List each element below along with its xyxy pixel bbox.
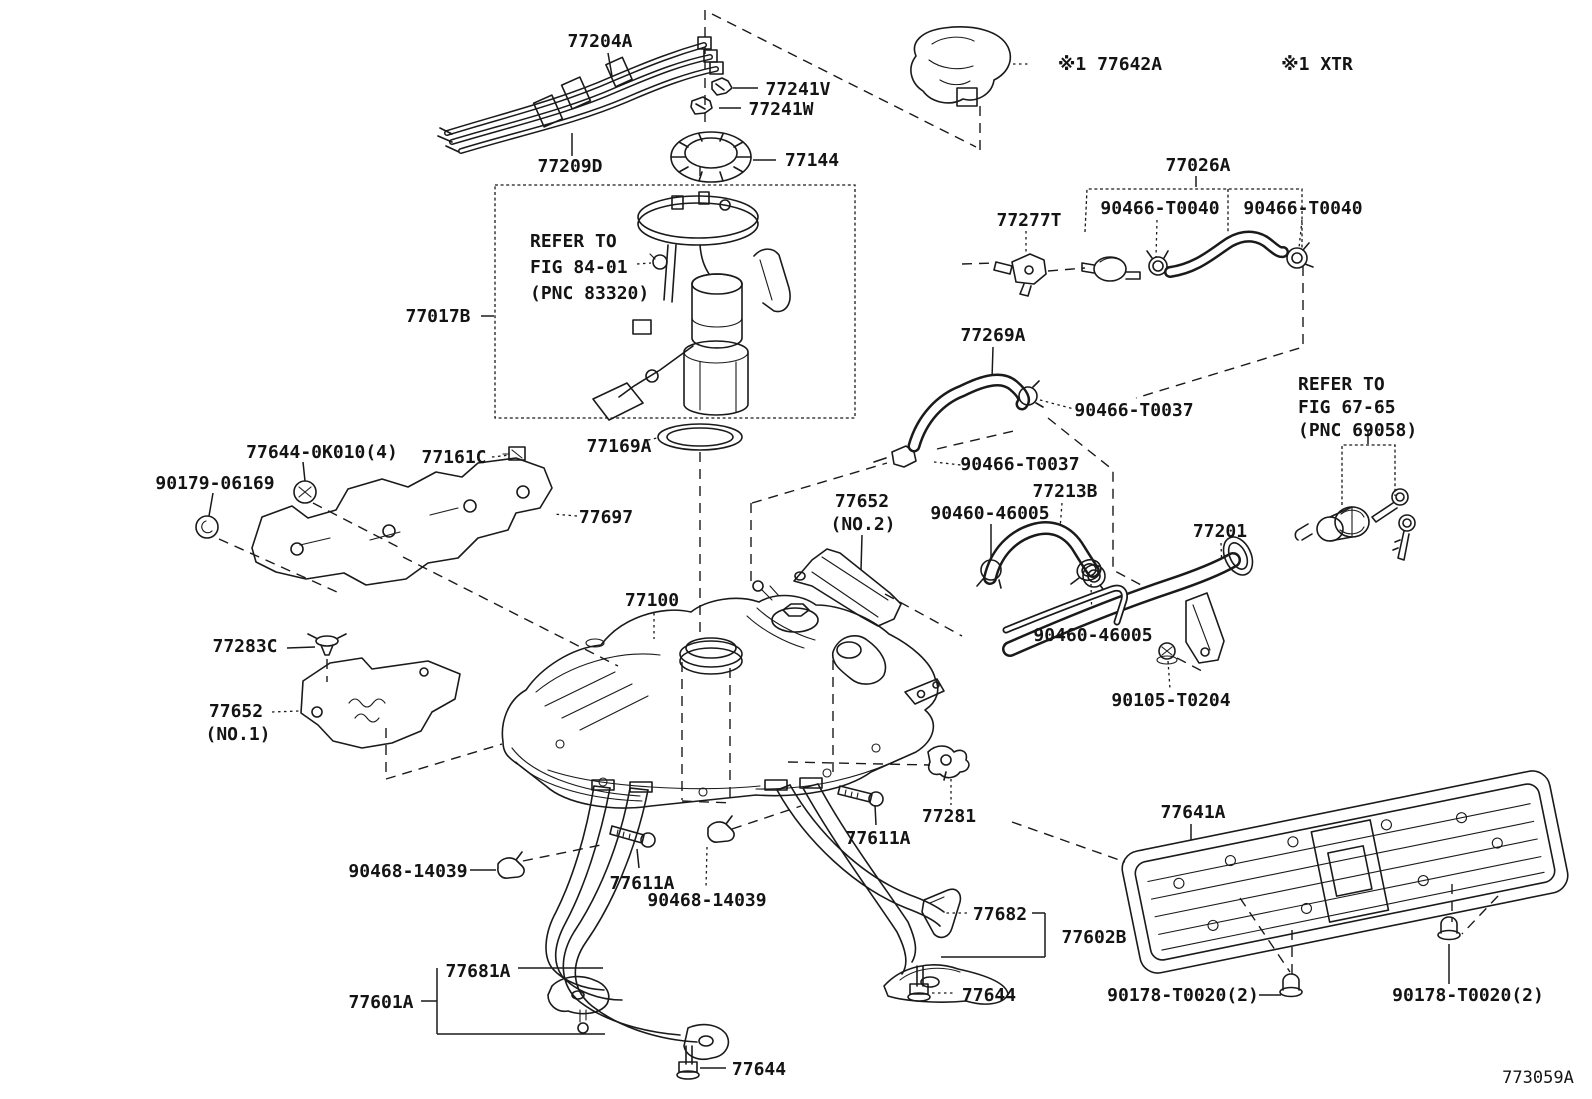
leader-lines-solid xyxy=(208,52,1450,1069)
part-number-label: 77204A xyxy=(567,31,632,52)
part-number-label: 77026A xyxy=(1165,155,1230,176)
part-number-label: 77169A xyxy=(586,436,651,457)
reference-note-label: REFER TO xyxy=(1298,374,1385,395)
part-number-label: 77241V xyxy=(765,79,830,100)
part-number-label: 90466-T0037 xyxy=(1074,400,1193,421)
part-number-label: 77283C xyxy=(212,636,277,657)
part-number-label: 77201 xyxy=(1193,521,1247,542)
hose-assy-enclosure xyxy=(1084,188,1303,250)
part-number-label: 90179-06169 xyxy=(155,473,274,494)
dotted-enclosures xyxy=(494,184,1396,505)
fuel-pump-assembly-drawing xyxy=(592,191,791,421)
part-number-label: 77611A xyxy=(609,873,674,894)
part-number-label: 77209D xyxy=(537,156,602,177)
part-number-label: (NO.1) xyxy=(205,724,270,745)
part-number-label: 77269A xyxy=(960,325,1025,346)
construction-lines xyxy=(218,10,1499,980)
tank-shield-no2-drawing xyxy=(793,548,902,627)
part-number-label: 77281 xyxy=(922,806,976,827)
figure-code-label: 773059A xyxy=(1502,1068,1574,1088)
part-number-label: 77100 xyxy=(625,590,679,611)
reference-note-label: FIG 67-65 xyxy=(1298,397,1396,418)
part-number-label: (NO.2) xyxy=(830,514,895,535)
pump-assembly-box xyxy=(494,184,856,419)
part-number-label: 90466-T0040 xyxy=(1100,198,1219,219)
protector-plate-drawing xyxy=(1121,770,1569,974)
part-number-label: 77213B xyxy=(1032,481,1097,502)
tank-shield-no1-drawing xyxy=(300,657,461,749)
part-number-label: 77144 xyxy=(785,150,839,171)
part-number-label: 77644-0K010(4) xyxy=(246,442,398,463)
part-number-label: 77161C xyxy=(421,447,486,468)
part-number-label: 77017B xyxy=(405,306,470,327)
part-number-label: 77697 xyxy=(579,507,633,528)
filler-pipe-drawing xyxy=(1002,536,1254,665)
xtr-note-label: ※1 XTR xyxy=(1281,54,1353,75)
part-number-label: 77652 xyxy=(835,491,889,512)
part-number-label: 77641A xyxy=(1160,802,1225,823)
plate-nuts-drawing xyxy=(1279,916,1461,998)
vent-valve-and-hose-drawing xyxy=(993,230,1314,297)
part-number-label: 77644 xyxy=(732,1059,786,1080)
part-number-label: 77681A xyxy=(445,961,510,982)
part-number-label: 77602B xyxy=(1061,927,1126,948)
fuel-tank-drawing xyxy=(501,580,945,809)
lock-set-bracket xyxy=(1341,444,1396,505)
fuel-cap-drawing xyxy=(910,26,1012,107)
part-number-label: 90460-46005 xyxy=(1033,625,1152,646)
part-number-label: 77277T xyxy=(996,210,1061,231)
strap-clips-90468-drawing xyxy=(497,815,735,879)
part-number-label: 77652 xyxy=(209,701,263,722)
tank-clamp-77281-drawing xyxy=(927,745,970,781)
part-number-label: 77682 xyxy=(973,904,1027,925)
part-number-label: 90178-T0020(2) xyxy=(1107,985,1259,1006)
tube-clamp-clips-drawing xyxy=(690,77,733,115)
part-number-label: 90468-14039 xyxy=(647,890,766,911)
reference-note-label: REFER TO xyxy=(530,231,617,252)
reference-note-label: (PNC 69058) xyxy=(1298,420,1417,441)
reference-note-label: (PNC 83320) xyxy=(530,283,649,304)
reference-note-label: FIG 84-01 xyxy=(530,257,628,278)
pump-retainer-ring-drawing xyxy=(670,131,752,183)
strap-bolts-77644-drawing xyxy=(676,965,931,1080)
tank-straps-right-drawing xyxy=(764,777,1009,1005)
tank-straps-left-drawing xyxy=(545,779,730,1061)
vent-hose-77269-drawing xyxy=(873,373,1044,468)
lock-cylinder-keys-drawing xyxy=(1294,488,1416,561)
protector-bracket-drawing xyxy=(251,457,553,586)
tank-gasket-drawing xyxy=(657,423,743,451)
fuel-tube-set-drawing xyxy=(437,36,724,154)
part-number-label: 90178-T0020(2) xyxy=(1392,985,1544,1006)
part-number-label: 90460-46005 xyxy=(930,503,1049,524)
note-part-label: ※1 77642A xyxy=(1058,54,1162,75)
part-number-label: 90468-14039 xyxy=(348,861,467,882)
part-number-label: 90466-T0040 xyxy=(1243,198,1362,219)
part-number-label: 90105-T0204 xyxy=(1111,690,1230,711)
part-number-label: 90466-T0037 xyxy=(960,454,1079,475)
part-number-label: 77644 xyxy=(962,985,1016,1006)
part-number-label: 77611A xyxy=(845,828,910,849)
part-number-label: 77241W xyxy=(748,99,813,120)
small-fasteners-drawing xyxy=(195,446,526,656)
strap-bolts-77611-drawing xyxy=(609,785,884,848)
part-number-label: 77601A xyxy=(348,992,413,1013)
